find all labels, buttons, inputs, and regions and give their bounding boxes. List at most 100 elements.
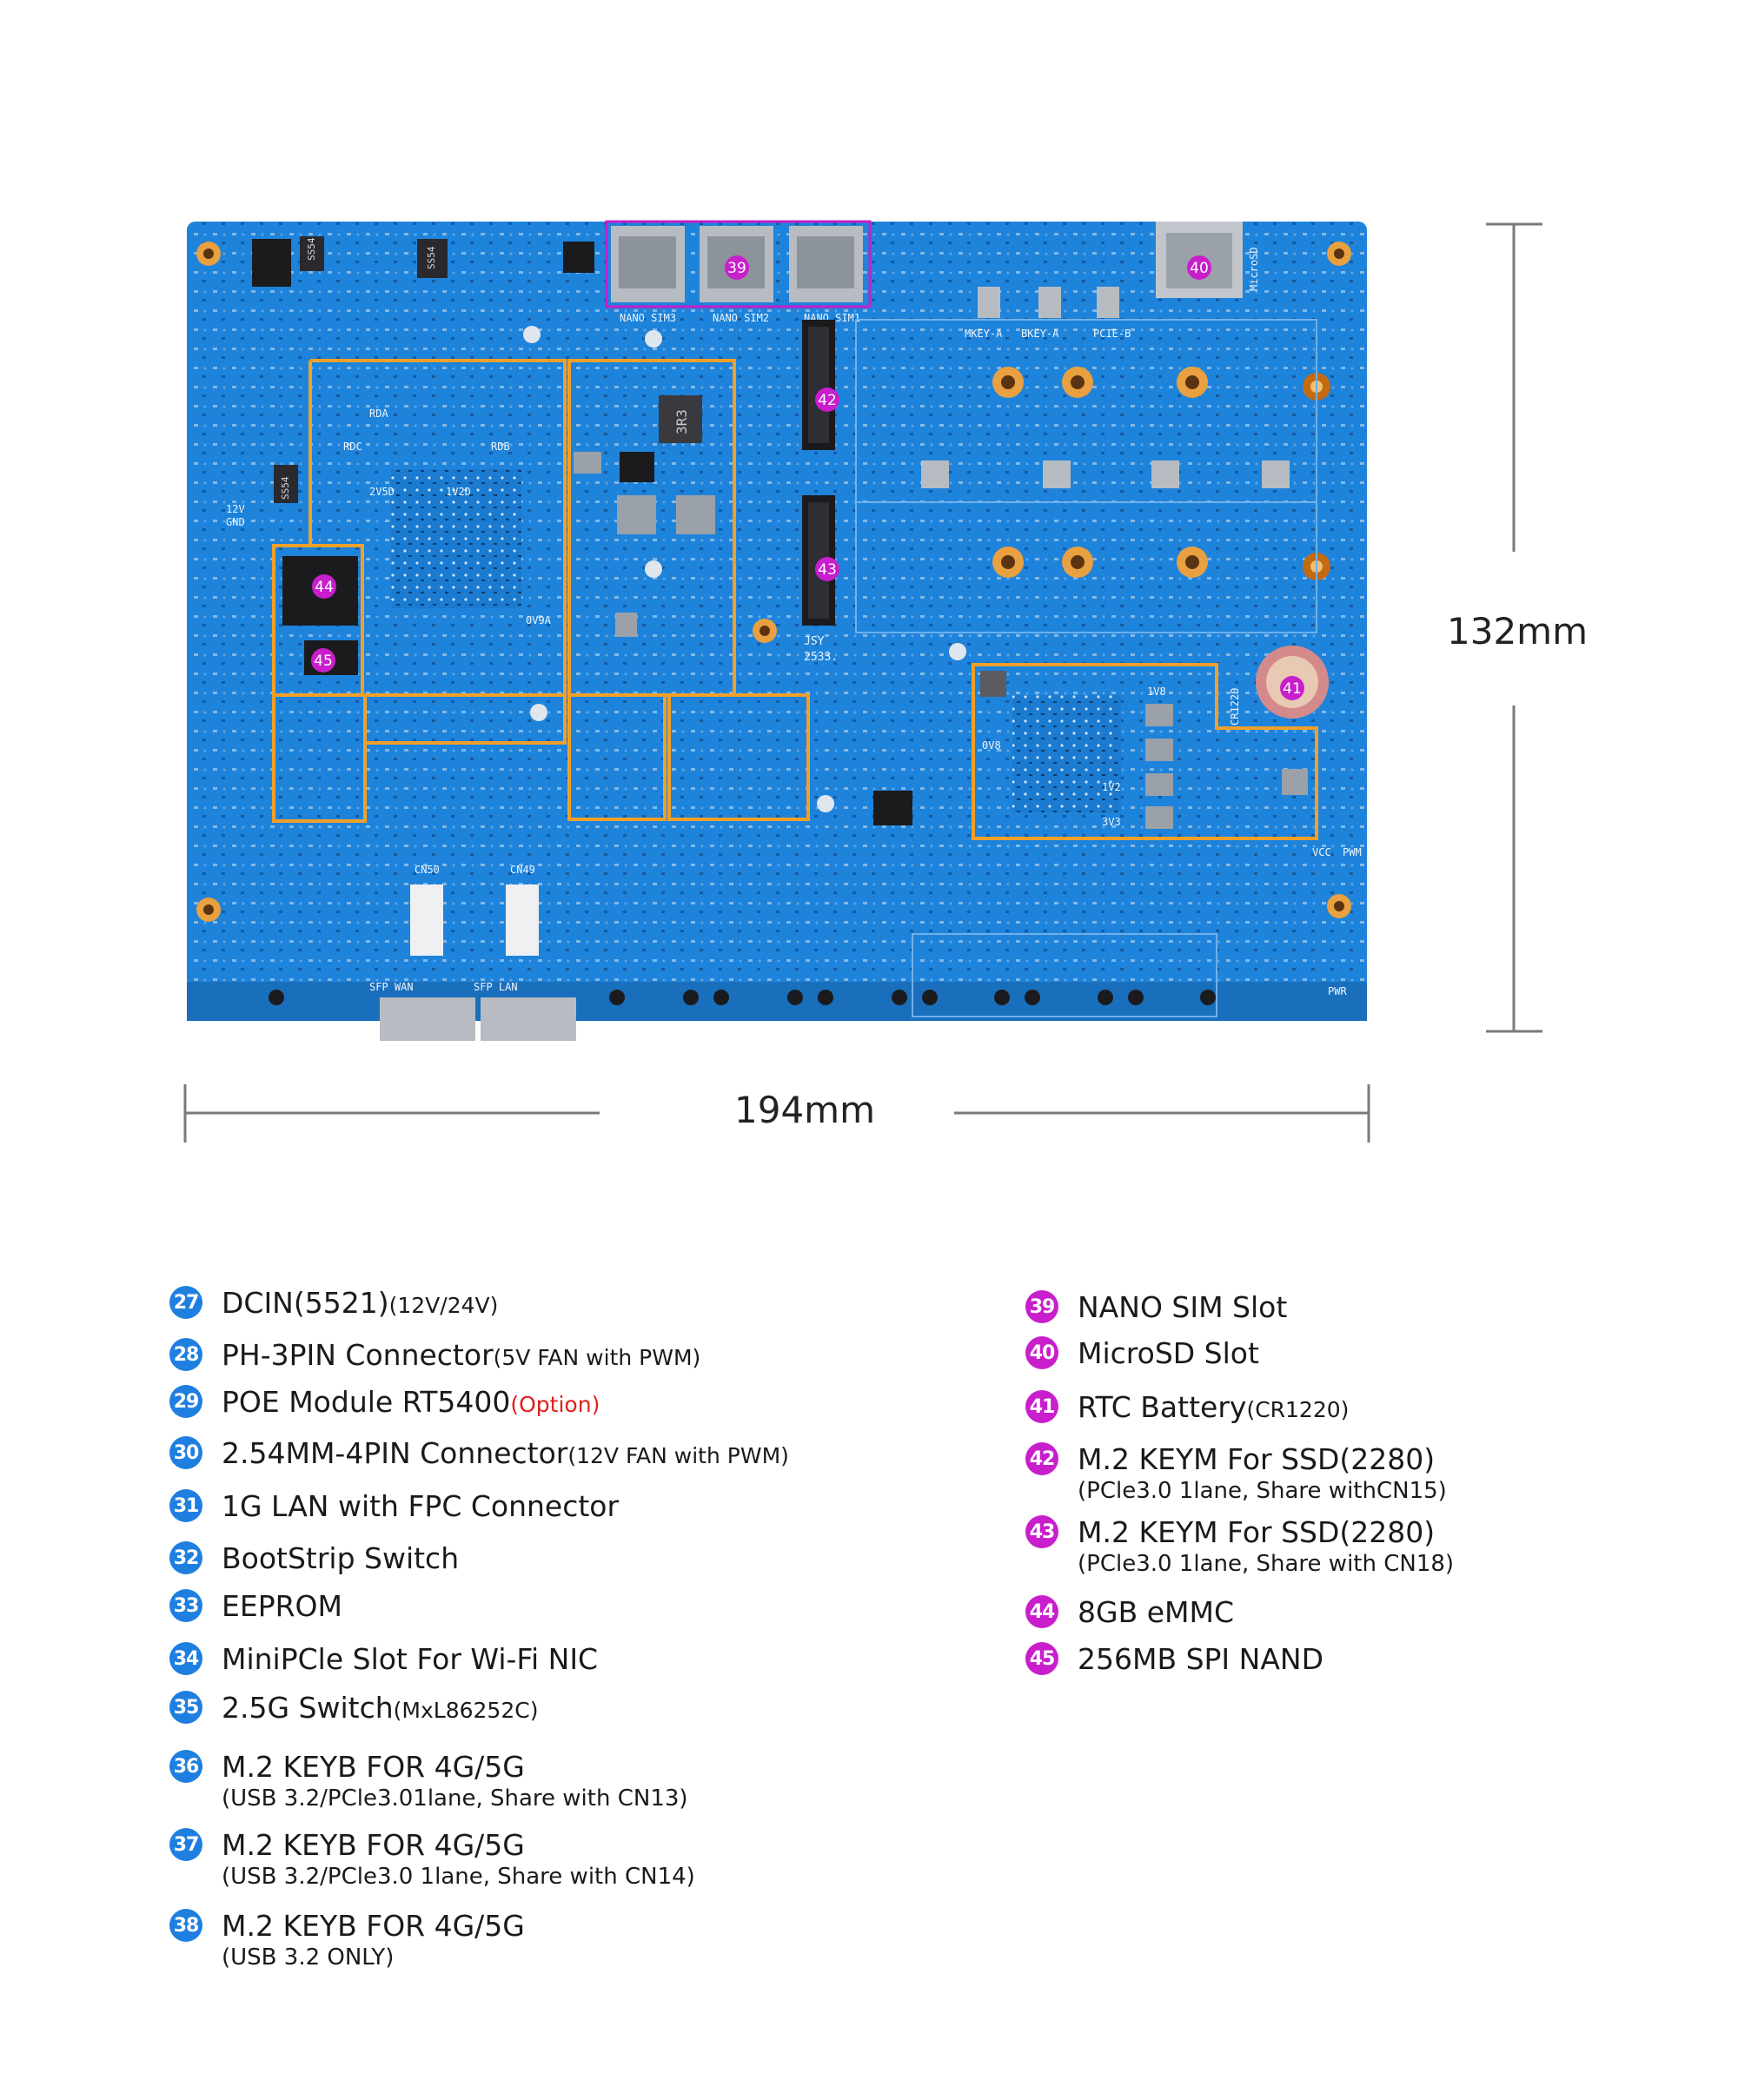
silk-1v2d: 1V2D: [446, 486, 471, 498]
silk-ov9a: 0V9A: [526, 614, 552, 626]
port-contacts: [269, 990, 1216, 1005]
silk-mkey-a: MKEY-A: [965, 328, 1003, 340]
legend-badge: 36: [169, 1750, 202, 1783]
callout-39: [725, 255, 749, 280]
legend-subline: (PCle3.0 1lane, Share withCN15): [1078, 1478, 1447, 1504]
legend-note: (CR1220): [1246, 1397, 1350, 1422]
callout-42: [815, 388, 839, 412]
legend-note-option: (Option): [510, 1392, 600, 1417]
legend-item-30: 30 2.54MM-4PIN Connector(12V FAN with PWM…: [169, 1436, 789, 1474]
sfp-lan-cage: [481, 997, 576, 1041]
silk-2v5d: 2V5D: [369, 486, 395, 498]
legend-badge: 41: [1025, 1390, 1058, 1423]
legend-main: 8GB eMMC: [1078, 1595, 1234, 1629]
legend-text: M.2 KEYM For SSD(2280)(PCle3.0 1lane, Sh…: [1078, 1442, 1447, 1505]
callout-41: [1280, 676, 1304, 700]
silk-sim3: NANO SIM3: [620, 312, 676, 324]
module-outlines: [272, 359, 1318, 840]
legend-badge: 45: [1025, 1642, 1058, 1675]
legend-badge: 29: [169, 1385, 202, 1418]
legend-badge: 40: [1025, 1336, 1058, 1369]
silk-3r3: 3R3: [673, 409, 690, 434]
legend-subline: (USB 3.2 ONLY): [222, 1944, 395, 1971]
width-dimension-label: 194mm: [734, 1089, 875, 1131]
silk-microsd: MicroSD: [1248, 247, 1260, 291]
legend-text: MiniPCle Slot For Wi-Fi NIC: [222, 1642, 598, 1677]
silk-cn50: CN50: [415, 864, 440, 876]
callout-43: [815, 557, 839, 581]
legend-main: 256MB SPI NAND: [1078, 1642, 1324, 1676]
silk-cr1220: CR1220: [1229, 688, 1241, 725]
legend-note: (12V/24V): [388, 1293, 499, 1318]
legend-main: M.2 KEYM For SSD(2280): [1078, 1515, 1436, 1549]
legend-badge: 33: [169, 1589, 202, 1622]
legend-subline: (USB 3.2/PCle3.01lane, Share with CN13): [222, 1785, 688, 1812]
legend-note: (5V FAN with PWM): [493, 1345, 701, 1370]
silk-sfp-lan: SFP LAN: [474, 981, 518, 993]
silk-vcc: VCC: [1312, 846, 1331, 858]
legend-item-37: 37 M.2 KEYB FOR 4G/5G(USB 3.2/PCle3.0 1la…: [169, 1828, 695, 1891]
legend-main: RTC Battery: [1078, 1390, 1247, 1424]
legend-text: POE Module RT5400(Option): [222, 1385, 600, 1422]
silk-pcie-b: PCIE-B: [1093, 328, 1131, 340]
legend-text: 8GB eMMC: [1078, 1595, 1234, 1630]
callout-39-label: 39: [727, 260, 746, 277]
silk-ss54-a: SS54: [306, 237, 317, 261]
legend-subline: (USB 3.2/PCle3.0 1lane, Share with CN14): [222, 1864, 695, 1890]
callout-45-label: 45: [314, 653, 333, 670]
silk-12v: 12V: [226, 503, 245, 515]
silk-1v2: 1V2: [1102, 781, 1121, 793]
callout-41-label: 41: [1283, 680, 1302, 698]
legend-note: (12V FAN with PWM): [567, 1443, 789, 1468]
legend-subline: (PCle3.0 1lane, Share with CN18): [1078, 1551, 1455, 1577]
legend-item-41: 41 RTC Battery(CR1220): [1025, 1390, 1349, 1428]
legend-item-40: 40 MicroSD Slot: [1025, 1336, 1259, 1371]
silk-pwm: PWM: [1343, 846, 1362, 858]
legend-text: BootStrip Switch: [222, 1541, 459, 1576]
legend-badge: 32: [169, 1541, 202, 1574]
legend-text: M.2 KEYB FOR 4G/5G(USB 3.2/PCle3.0 1lane…: [222, 1828, 695, 1891]
fpc-cn49: [506, 884, 539, 956]
legend-badge: 30: [169, 1436, 202, 1469]
legend-main: M.2 KEYB FOR 4G/5G: [222, 1909, 525, 1943]
fpc-cn50: [410, 884, 443, 956]
silk-sfp-wan: SFP WAN: [369, 981, 414, 993]
silk-rdb: RDB: [491, 441, 510, 453]
callout-43-label: 43: [818, 561, 837, 579]
callout-44-label: 44: [315, 579, 334, 596]
legend-badge: 27: [169, 1286, 202, 1319]
inductor-row: [921, 287, 1290, 488]
legend-main: PH-3PIN Connector: [222, 1338, 494, 1372]
legend-badge: 39: [1025, 1290, 1058, 1323]
legend-item-27: 27 DCIN(5521)(12V/24V): [169, 1286, 498, 1323]
mounting-holes: [196, 242, 1351, 922]
silk-rdc: RDC: [343, 441, 362, 453]
legend-main: 1G LAN with FPC Connector: [222, 1489, 620, 1523]
legend-text: 256MB SPI NAND: [1078, 1642, 1323, 1677]
legend-badge: 37: [169, 1828, 202, 1861]
legend-main: MicroSD Slot: [1078, 1336, 1259, 1370]
legend-main: M.2 KEYM For SSD(2280): [1078, 1442, 1436, 1476]
pcb-texture: [187, 222, 1367, 1021]
legend-main: 2.5G Switch: [222, 1691, 394, 1725]
callout-45: [311, 648, 335, 672]
callout-42-label: 42: [818, 392, 837, 409]
silk-gnd: GND: [226, 516, 245, 528]
legend-main: DCIN(5521): [222, 1286, 389, 1320]
legend-text: RTC Battery(CR1220): [1078, 1390, 1349, 1428]
legend-text: 1G LAN with FPC Connector: [222, 1489, 619, 1524]
board-figure: NANO SIM3 NANO SIM2 NANO SIM1 MicroSD SS…: [183, 220, 1588, 1143]
silk-cn49: CN49: [510, 864, 535, 876]
silk-sim2: NANO SIM2: [713, 312, 769, 324]
silk-ss54-b: SS54: [426, 246, 437, 269]
legend-text: M.2 KEYB FOR 4G/5G(USB 3.2 ONLY): [222, 1909, 525, 1971]
legend-badge: 42: [1025, 1442, 1058, 1475]
callout-44: [312, 574, 336, 599]
silk-0v8: 0V8: [982, 739, 1001, 752]
legend-main: 2.54MM-4PIN Connector: [222, 1436, 568, 1470]
